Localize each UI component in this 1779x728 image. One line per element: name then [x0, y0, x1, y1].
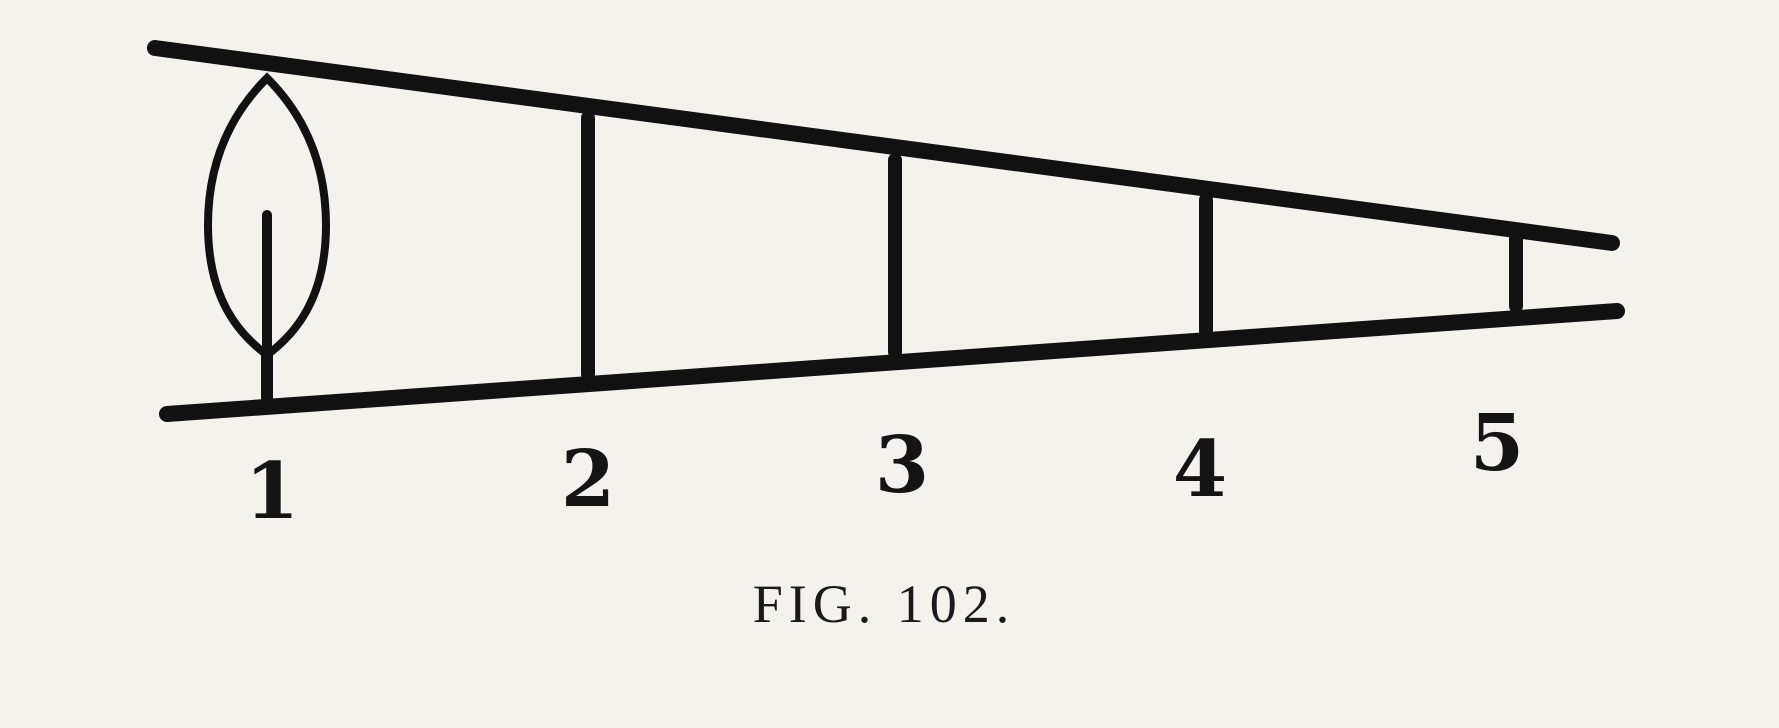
candle-flame-icon — [203, 72, 331, 404]
position-label-1: 1 — [245, 446, 299, 537]
position-label-4: 4 — [1173, 424, 1227, 515]
position-label-5: 5 — [1470, 398, 1524, 489]
position-label-3: 3 — [875, 420, 929, 511]
lower-converging-line — [159, 303, 1625, 422]
upper-converging-line — [147, 40, 1620, 251]
position-label-2: 2 — [561, 434, 615, 525]
figure-caption: FIG. 102. — [753, 574, 1016, 634]
